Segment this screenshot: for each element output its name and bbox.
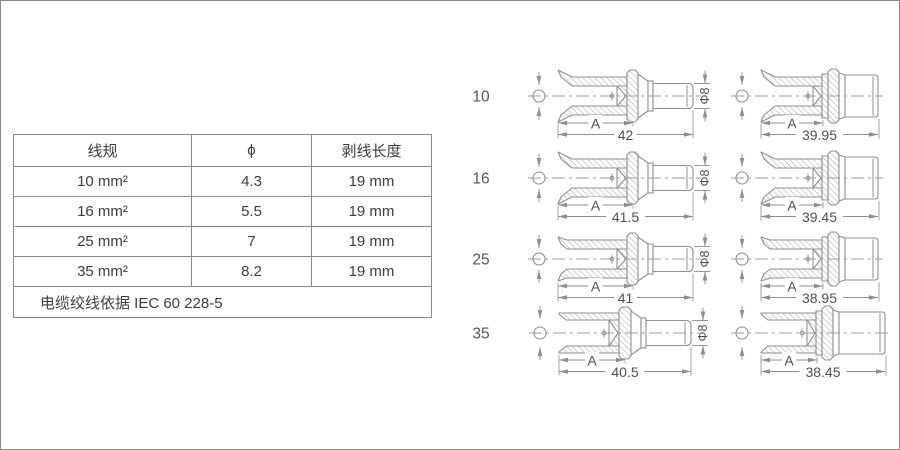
dimension-label: 40.5 [611,364,638,380]
table-header-cell: 线规 [13,134,192,167]
pin-diameter-label: Φ8 [698,87,712,104]
table-footnote: 电缆绞线依据 IEC 60 228-5 [13,286,432,318]
dimension-label: 39.95 [802,127,837,143]
dimension-label: A [591,279,601,295]
table-cell: 5.5 [191,196,312,227]
socket-contact-drawing-25: A 38.95 [731,231,883,306]
pin-contact-drawing-35: A 40.5 Φ8 [529,306,710,380]
table-cell: 19 mm [311,256,432,287]
dimension-label: A [784,353,794,369]
dimension-label: 38.45 [805,364,840,380]
pin-contact-drawing-10: A 42 Φ8 [528,69,712,143]
table-header-cell: 剥线长度 [311,134,432,167]
table-cell: 19 mm [311,166,432,197]
dimension-label: 41.5 [612,209,639,225]
dimension-label: A [787,116,797,132]
socket-contact-drawing-10: A 39.95 [731,68,883,143]
dimension-label: 41 [618,290,634,306]
dimension-label: A [591,198,601,214]
gauge-row-label: 35 [472,326,489,343]
table-header-cell: ϕ [191,134,312,167]
dimension-label: 38.95 [802,290,837,306]
dimension-label: 42 [618,127,634,143]
pin-diameter-label: Φ8 [698,169,712,186]
dimension-label: A [591,116,601,132]
pin-contact-drawing-16: A 41.5 Φ8 [528,151,712,225]
gauge-row-label: 10 [472,89,490,106]
socket-contact-drawing-16: A 39.45 [731,150,883,225]
pin-diameter-label: Φ8 [696,324,710,341]
dimension-label: A [787,279,797,295]
socket-contact-drawing-35: A 38.45 [731,305,890,380]
pin-contact-drawing-25: A 41 Φ8 [528,232,712,306]
dimension-label: A [587,353,597,369]
table-cell: 8.2 [191,256,312,287]
gauge-row-label: 16 [472,171,489,188]
dimension-label: 39.45 [802,209,837,225]
dimension-label: A [787,198,797,214]
gauge-row-label: 25 [472,252,489,269]
pin-diameter-label: Φ8 [698,250,712,267]
table-cell: 16 mm² [13,196,192,227]
table-cell: 4.3 [191,166,312,197]
